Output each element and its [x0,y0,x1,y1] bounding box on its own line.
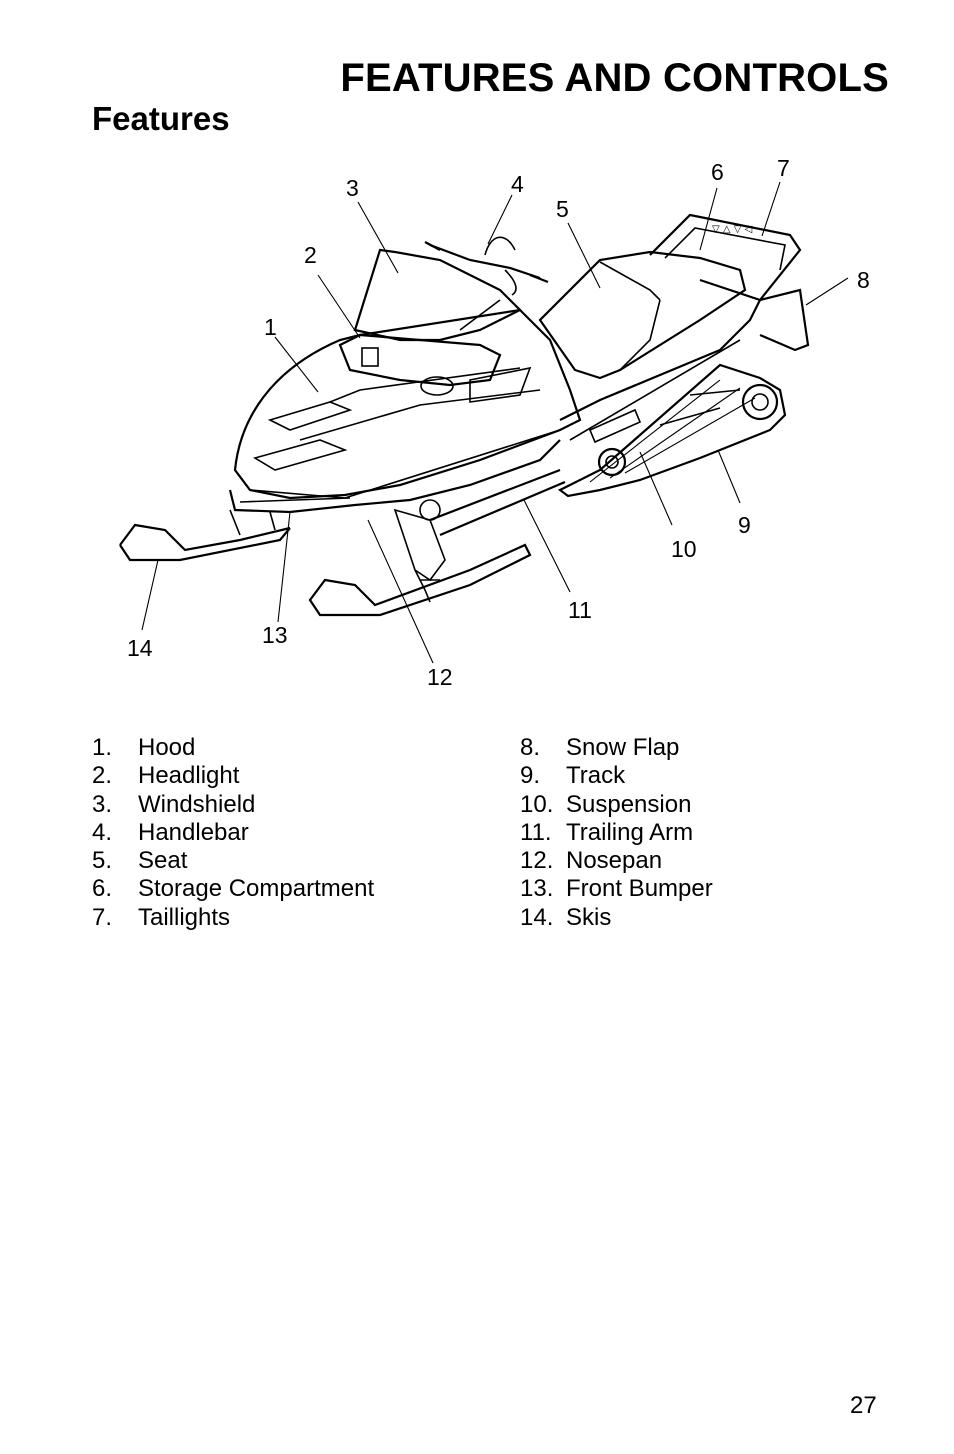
callout-5: 5 [556,196,569,222]
legend-label: Taillights [138,903,231,931]
legend-item: 7. Taillights [92,904,374,932]
legend-num: 1. [92,734,113,761]
callout-1: 1 [264,314,277,340]
legend-label: Seat [138,847,188,875]
legend-label: Windshield [138,790,256,818]
legend-label: Front Bumper [566,875,713,903]
legend-item: 3. Windshield [92,791,374,819]
callout-6: 6 [711,159,724,185]
legend-item: 9. Track [520,762,713,790]
snowmobile-illustration: ▽ △ ▽ ◁ [119,155,870,690]
legend-right-column: 8. Snow Flap 9. Track 10. Suspension 11. Tra… [520,734,713,932]
callout-9: 9 [738,512,751,538]
callout-leaders [141,181,849,664]
callout-12: 12 [427,664,453,690]
callout-10: 10 [671,536,697,562]
legend-num: 8. [520,734,541,761]
legend-item: 6. Storage Compartment [92,875,374,903]
legend-item: 14. Skis [520,904,713,932]
legend-num: 2. [92,762,113,790]
legend-num: 13. [520,875,554,903]
legend-num: 12. [520,847,554,875]
svg-text:▽ △ ▽ ◁: ▽ △ ▽ ◁ [712,224,753,235]
snowmobile-figure: ▽ △ ▽ ◁ [0,140,954,710]
legend-num: 5. [92,847,113,875]
callout-8: 8 [857,267,870,293]
legend-num: 10. [520,790,554,818]
callout-4: 4 [511,171,524,197]
legend-label: Track [566,762,626,790]
legend-label: Suspension [566,790,692,818]
legend-item: 11. Trailing Arm [520,819,713,847]
legend-item: 5. Seat [92,847,374,875]
legend-label: Headlight [138,762,240,790]
legend-label: Nosepan [566,847,663,875]
legend-item: 1. Hood [92,734,374,762]
callout-11: 11 [568,597,592,623]
legend-num: 9. [520,762,541,790]
legend-num: 11. [520,818,552,846]
chapter-title: FEATURES AND CONTROLS [340,56,889,100]
legend-label: Handlebar [138,818,249,846]
page-number: 27 [850,1392,877,1419]
legend-num: 4. [92,818,113,846]
legend-num: 7. [92,903,113,931]
legend-num: 3. [92,790,113,818]
legend-item: 10. Suspension [520,791,713,819]
legend-item: 4. Handlebar [92,819,374,847]
legend-label: Hood [138,734,196,761]
legend-left-column: 1. Hood 2. Headlight 3. Windshield 4. Handle… [92,734,374,932]
callout-3: 3 [346,175,359,201]
callout-7: 7 [777,155,790,181]
section-title: Features [92,100,230,137]
snowmobile-drawing: ▽ △ ▽ ◁ [119,213,810,617]
legend-label: Trailing Arm [566,818,694,846]
legend-label: Skis [566,903,612,931]
callout-14: 14 [127,635,153,661]
legend-item: 13. Front Bumper [520,875,713,903]
legend-item: 8. Snow Flap [520,734,713,762]
callout-labels: 1 2 3 4 5 6 7 8 9 10 11 12 13 14 [127,155,870,690]
legend-num: 6. [92,875,113,903]
legend-item: 2. Headlight [92,762,374,790]
legend-label: Snow Flap [566,734,680,761]
legend-item: 12. Nosepan [520,847,713,875]
callout-13: 13 [262,622,288,648]
legend-label: Storage Compartment [138,875,375,903]
legend-num: 14. [520,903,554,931]
callout-2: 2 [304,242,317,268]
